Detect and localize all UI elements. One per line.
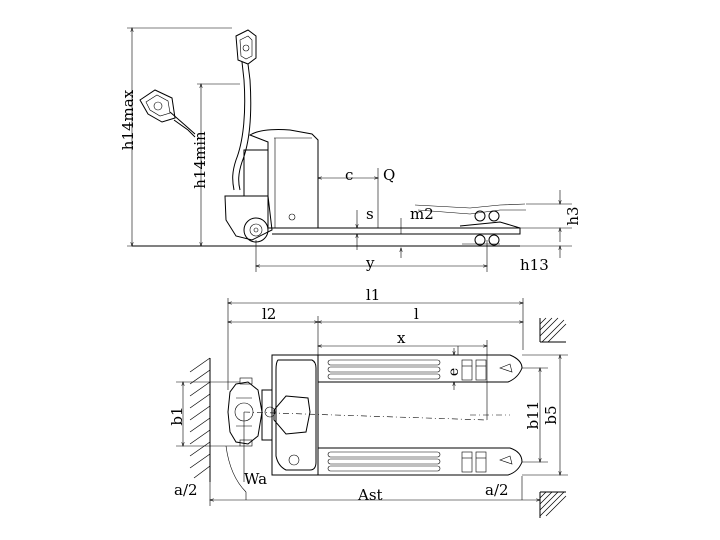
m2-dimension: m2	[401, 205, 434, 258]
Q-label: Q	[383, 166, 395, 184]
l-label: l	[414, 305, 419, 323]
y-dimension: y	[256, 240, 487, 272]
c-dimension: c Q	[318, 166, 395, 228]
side-view: h14max h14min	[119, 28, 582, 274]
y-label: y	[365, 254, 375, 272]
b5-label: b5	[542, 405, 560, 424]
turn-radius-line	[243, 411, 488, 421]
ast-dimension: a/2 a/2 Ast	[174, 476, 540, 506]
a2-left-label: a/2	[174, 481, 198, 499]
b1-label: b1	[168, 406, 186, 425]
l2-label: l2	[262, 305, 276, 323]
s-label: s	[366, 205, 374, 223]
x-label: x	[397, 329, 406, 347]
ast-label: Ast	[357, 486, 383, 504]
wall-hatch-top-right	[539, 317, 567, 343]
truck-body-top	[227, 354, 319, 476]
h14max-dimension: h14max	[119, 28, 232, 246]
e-dimension: e	[446, 346, 462, 390]
a2-right-label: a/2	[485, 481, 509, 499]
s-dimension: s	[357, 205, 374, 250]
b1-dimension: b1	[168, 382, 240, 446]
l2-l-dimension: l2 l	[228, 305, 523, 360]
wall-hatch-left	[189, 357, 211, 482]
h14max-label: h14max	[119, 89, 137, 150]
h13-label: h13	[520, 256, 549, 274]
forks-side	[272, 203, 526, 246]
b5-dimension: b5	[522, 355, 568, 475]
c-label: c	[345, 166, 353, 184]
e-label: e	[446, 368, 462, 376]
fork-top	[318, 354, 523, 383]
x-dimension: x	[318, 329, 487, 420]
h13-dimension: h13	[520, 246, 572, 274]
l1-dimension: l1	[228, 286, 523, 390]
h14min-label: h14min	[191, 131, 209, 189]
h14min-dimension: h14min	[191, 84, 240, 246]
fork-bottom	[318, 447, 523, 476]
tiller-arm	[232, 29, 257, 191]
wa-label: Wa	[244, 470, 267, 488]
tiller-handle-tilted	[139, 89, 196, 138]
l1-label: l1	[366, 286, 380, 304]
wall-hatch-bottom-right	[539, 491, 567, 518]
b11-dimension: b11	[522, 368, 548, 462]
wa-dimension: Wa	[225, 412, 267, 493]
b11-label: b11	[524, 401, 542, 430]
m2-label: m2	[410, 205, 434, 223]
h3-label: h3	[564, 206, 582, 225]
top-view: l1 l2 l x	[168, 286, 568, 518]
h3-dimension: h3	[520, 190, 582, 242]
